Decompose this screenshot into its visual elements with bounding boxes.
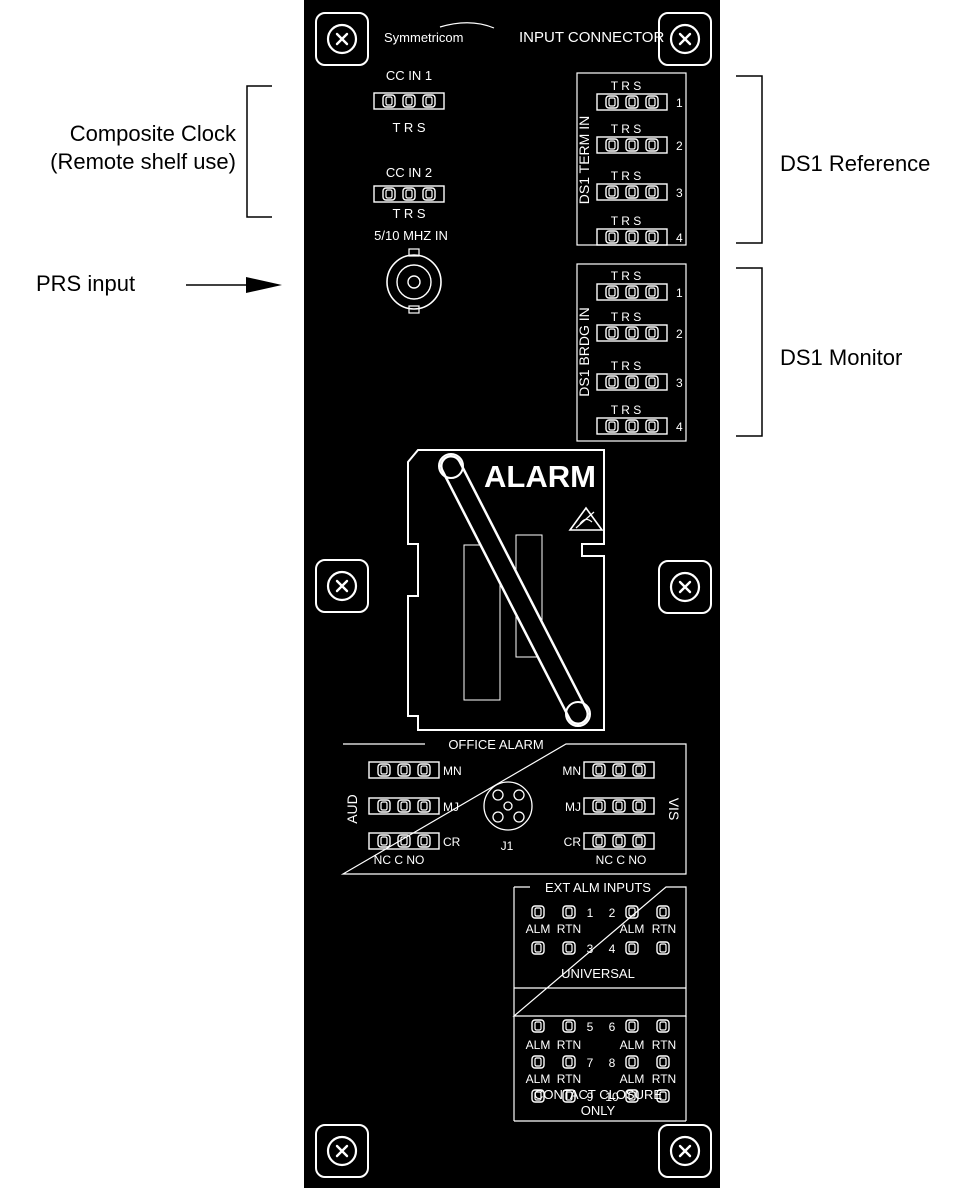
ds1-term-port-number: 2: [676, 139, 683, 153]
ds1-term-port-number: 4: [676, 231, 683, 245]
ext-alm-number: 5: [587, 1020, 594, 1034]
screw-icon: [657, 1123, 713, 1179]
rtn-label: RTN: [557, 1038, 581, 1052]
panel-header: INPUT CONNECTOR: [519, 29, 664, 46]
ds1-brdg-trs-label: T R S: [611, 269, 641, 283]
rtn-label: RTN: [557, 1072, 581, 1086]
callout-ds1-monitor: DS1 Monitor: [780, 345, 903, 370]
rtn-label: RTN: [652, 1072, 676, 1086]
callout-composite-clock-line2: (Remote shelf use): [50, 149, 236, 174]
j1-label: J1: [501, 839, 514, 853]
callout-lines: [186, 75, 763, 437]
aud-row-label: MN: [443, 764, 462, 778]
ds1-brdg-port-number: 1: [676, 286, 683, 300]
cc-in-1-label: CC IN 1: [386, 68, 432, 83]
ds1-brdg-trs-label: T R S: [611, 403, 641, 417]
brand-logo: Symmetricom: [384, 22, 495, 45]
cc-in-2-trs: T R S: [393, 206, 426, 221]
ds1-brdg-trs-label: T R S: [611, 359, 641, 373]
nc-c-no-right: NC C NO: [596, 853, 647, 867]
vis-row-label: CR: [564, 835, 582, 849]
bnc-connector-icon: [386, 248, 442, 314]
ds1-brdg-in-section: DS1 BRDG IN T R S 1 T R S 2 T R S 3 T R S 4: [576, 263, 687, 442]
j1-connector-icon: [483, 781, 533, 831]
mhz-in-label: 5/10 MHZ IN: [374, 228, 448, 243]
ds1-term-port-number: 3: [676, 186, 683, 200]
ds1-monitor-bracket: [736, 267, 763, 437]
ds1-brdg-port-number: 3: [676, 376, 683, 390]
aud-row-label: CR: [443, 835, 461, 849]
rtn-label: RTN: [652, 922, 676, 936]
office-alarm-label: OFFICE ALARM: [448, 737, 543, 752]
cc-in-1-trs: T R S: [393, 120, 426, 135]
aud-label: AUD: [344, 794, 360, 824]
ext-alm-number: 9: [587, 1090, 594, 1104]
brand-text: Symmetricom: [384, 30, 463, 45]
ext-alm-number: 8: [609, 1056, 616, 1070]
esd-warning-icon: [568, 506, 604, 531]
ext-alm-number: 10: [605, 1090, 619, 1104]
ds1-brdg-port-number: 2: [676, 327, 683, 341]
universal-label: UNIVERSAL: [561, 966, 635, 981]
contact-closure-label: CONTACT CLOSURE: [534, 1087, 662, 1102]
callout-ds1-reference: DS1 Reference: [780, 151, 931, 176]
ext-alm-number: 2: [609, 906, 616, 920]
ds1-term-trs-label: T R S: [611, 214, 641, 228]
screw-icon: [657, 559, 713, 615]
screw-icon: [314, 11, 370, 67]
alm-label: ALM: [620, 1038, 645, 1052]
ds1-term-in-section: DS1 TERM IN T R S 1 T R S 2 T R S 3 T R S 4: [576, 72, 687, 245]
arrow-icon: [246, 277, 282, 293]
alm-label: ALM: [526, 1072, 551, 1086]
alarm-label: ALARM: [484, 459, 596, 494]
ds1-reference-bracket: [736, 75, 763, 244]
ds1-brdg-port-number: 4: [676, 420, 683, 434]
cc-in-2-label: CC IN 2: [386, 165, 432, 180]
vis-row-label: MJ: [565, 800, 581, 814]
callout-prs-input: PRS input: [36, 271, 136, 296]
aud-row-label: MJ: [443, 800, 459, 814]
alm-label: ALM: [526, 922, 551, 936]
composite-clock-bracket: [246, 85, 272, 218]
office-alarm-section: OFFICE ALARM AUD VIS MN MN MJ MJ CR CR NC C N…: [340, 737, 687, 875]
ds1-brdg-trs-label: T R S: [611, 310, 641, 324]
ext-alm-number: 7: [587, 1056, 594, 1070]
vis-label: VIS: [666, 798, 682, 821]
alm-label: ALM: [526, 1038, 551, 1052]
screw-icon: [314, 1123, 370, 1179]
ds1-term-trs-label: T R S: [611, 169, 641, 183]
ext-alm-number: 1: [587, 906, 594, 920]
ext-alm-number: 3: [587, 942, 594, 956]
ext-alm-number: 4: [609, 942, 616, 956]
callout-composite-clock-line1: Composite Clock: [69, 121, 236, 146]
only-label: ONLY: [581, 1103, 616, 1118]
nc-c-no-left: NC C NO: [374, 853, 425, 867]
ds1-term-trs-label: T R S: [611, 79, 641, 93]
alm-label: ALM: [620, 922, 645, 936]
ds1-term-port-number: 1: [676, 96, 683, 110]
vis-row-label: MN: [562, 764, 581, 778]
screw-icon: [314, 558, 370, 614]
screw-icon: [657, 11, 713, 67]
alm-label: ALM: [620, 1072, 645, 1086]
ds1-term-trs-label: T R S: [611, 122, 641, 136]
rtn-label: RTN: [557, 922, 581, 936]
alarm-module: ALARM: [407, 449, 605, 731]
callout-composite-clock: Composite Clock (Remote shelf use): [0, 120, 236, 176]
ds1-term-in-label: DS1 TERM IN: [576, 116, 592, 204]
ds1-brdg-in-label: DS1 BRDG IN: [576, 307, 592, 396]
rtn-label: RTN: [652, 1038, 676, 1052]
ext-alm-inputs-label: EXT ALM INPUTS: [545, 880, 651, 895]
ext-alm-number: 6: [609, 1020, 616, 1034]
cc-in-section: CC IN 1 T R S CC IN 2 T R S 5/10 MHZ IN: [374, 68, 448, 243]
